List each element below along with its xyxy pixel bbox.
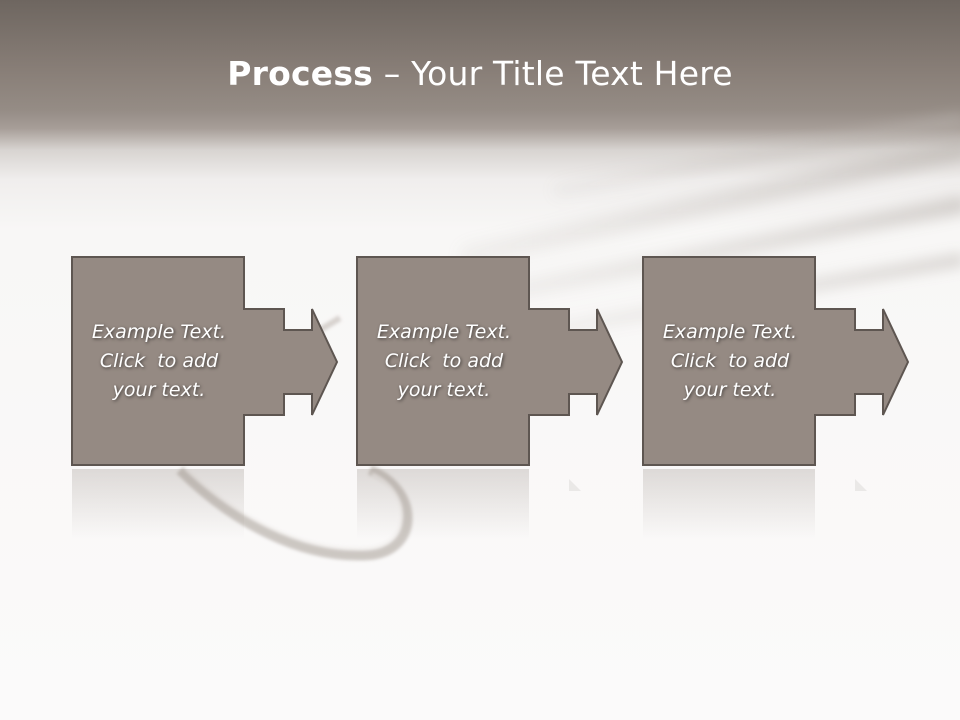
step-text-line: Click to add [384, 349, 504, 372]
process-step-2[interactable]: Example Text. Click to add your text. [356, 256, 624, 539]
process-step-1[interactable]: Example Text. Click to add your text. [71, 256, 339, 539]
step-text-line: Click to add [99, 349, 219, 372]
step-text-line: your text. [683, 378, 777, 401]
step-arrow-shape [642, 256, 910, 466]
step-reflection [72, 469, 244, 539]
step-text[interactable]: Example Text. Click to add your text. [73, 256, 245, 466]
step-text-line: Click to add [670, 349, 790, 372]
title-bold: Process [227, 54, 374, 93]
step-text-line: your text. [112, 378, 206, 401]
step-reflection [357, 469, 581, 539]
step-text-line: Example Text. [91, 320, 227, 343]
step-text[interactable]: Example Text. Click to add your text. [358, 256, 530, 466]
step-text[interactable]: Example Text. Click to add your text. [644, 256, 816, 466]
slide-title[interactable]: Process – Your Title Text Here [0, 52, 960, 96]
step-arrow-shape [71, 256, 339, 466]
title-rest: – Your Title Text Here [373, 54, 733, 93]
step-text-line: your text. [397, 378, 491, 401]
step-text-line: Example Text. [662, 320, 798, 343]
step-reflection [643, 469, 867, 539]
process-step-3[interactable]: Example Text. Click to add your text. [642, 256, 910, 539]
step-arrow-shape [356, 256, 624, 466]
step-text-line: Example Text. [376, 320, 512, 343]
